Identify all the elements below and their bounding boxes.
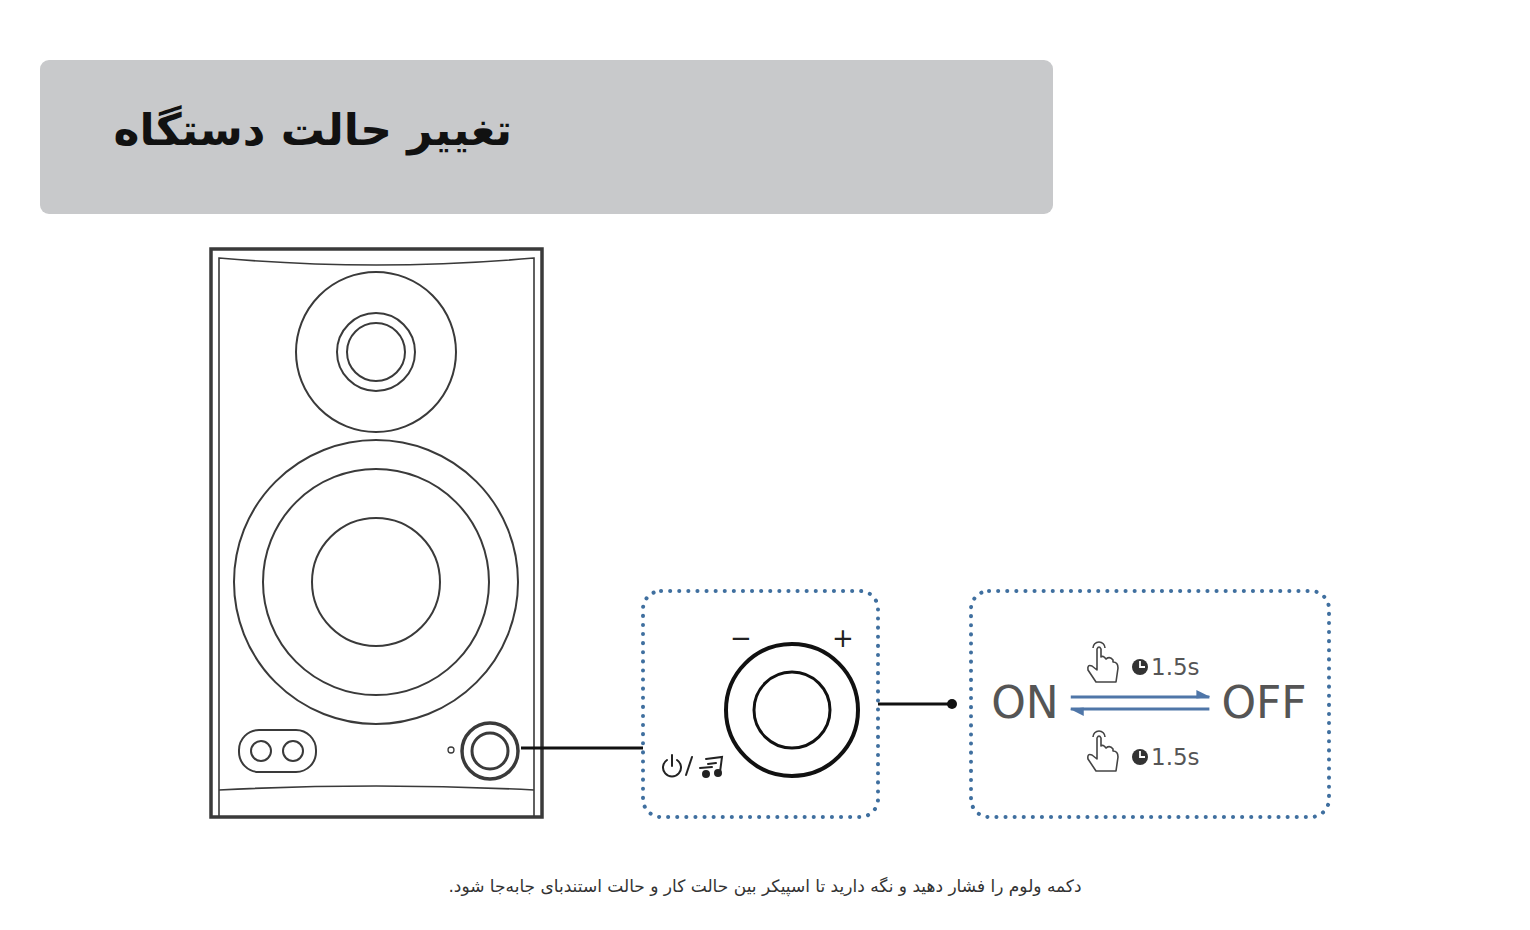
- slash: [686, 757, 692, 775]
- tap-arc: [1093, 731, 1105, 737]
- music-symbol: [715, 770, 721, 776]
- woofer-cone: [263, 469, 489, 695]
- caption: دکمه ولوم را فشار دهید و نگه دارید تا اس…: [0, 874, 1530, 898]
- woofer: [234, 440, 518, 724]
- tap-arc: [1093, 642, 1105, 648]
- hand: [1088, 736, 1118, 771]
- volume-knob: [462, 723, 518, 779]
- power-symbol: [671, 755, 673, 766]
- tweeter-ring: [337, 313, 415, 391]
- hand: [1088, 647, 1118, 682]
- title: تغییر حالت دستگاه: [113, 100, 512, 160]
- port-hole: [283, 741, 303, 761]
- clock: [1132, 659, 1148, 675]
- clock-hands: [1140, 661, 1145, 667]
- speaker: [211, 249, 542, 817]
- state-label: ON: [991, 678, 1059, 728]
- led-dot: [448, 747, 454, 753]
- hold-time: 1.5s: [1151, 743, 1200, 771]
- cabinet-base: [219, 786, 534, 790]
- leader-dot: [947, 699, 957, 709]
- music-symbol: [703, 771, 709, 777]
- cabinet-bevel: [219, 258, 534, 817]
- tweeter-dome: [347, 323, 405, 381]
- clock-hands: [1140, 751, 1145, 757]
- port-hole: [251, 741, 271, 761]
- clock: [1132, 749, 1148, 765]
- state-arrow: [1071, 708, 1210, 711]
- clock-icon: [1132, 659, 1148, 765]
- zoom-box: [971, 591, 1329, 817]
- woofer-cap: [312, 518, 440, 646]
- zoom-box: [643, 591, 878, 817]
- press-hand-icon: [1088, 731, 1118, 771]
- press-hand-icon: [1088, 642, 1118, 682]
- knob-zoom: [726, 644, 858, 776]
- leader-line: [878, 703, 952, 706]
- state-node: OFF: [1217, 676, 1310, 730]
- title-band: [40, 60, 1053, 214]
- knob-center: [472, 733, 508, 769]
- knob-zoom-center: [754, 672, 830, 748]
- bass-port: [239, 730, 316, 772]
- hold-time: 1.5s: [1151, 653, 1200, 681]
- state-node: ON: [987, 676, 1063, 730]
- symbol-label: +: [832, 623, 854, 653]
- state-arrow: [1071, 696, 1210, 699]
- tweeter: [296, 272, 456, 432]
- power-music-icon: [663, 755, 722, 777]
- speaker-cabinet: [211, 249, 542, 817]
- symbol-label: −: [730, 623, 752, 653]
- leader-line: [521, 747, 643, 750]
- state-label: OFF: [1221, 678, 1306, 728]
